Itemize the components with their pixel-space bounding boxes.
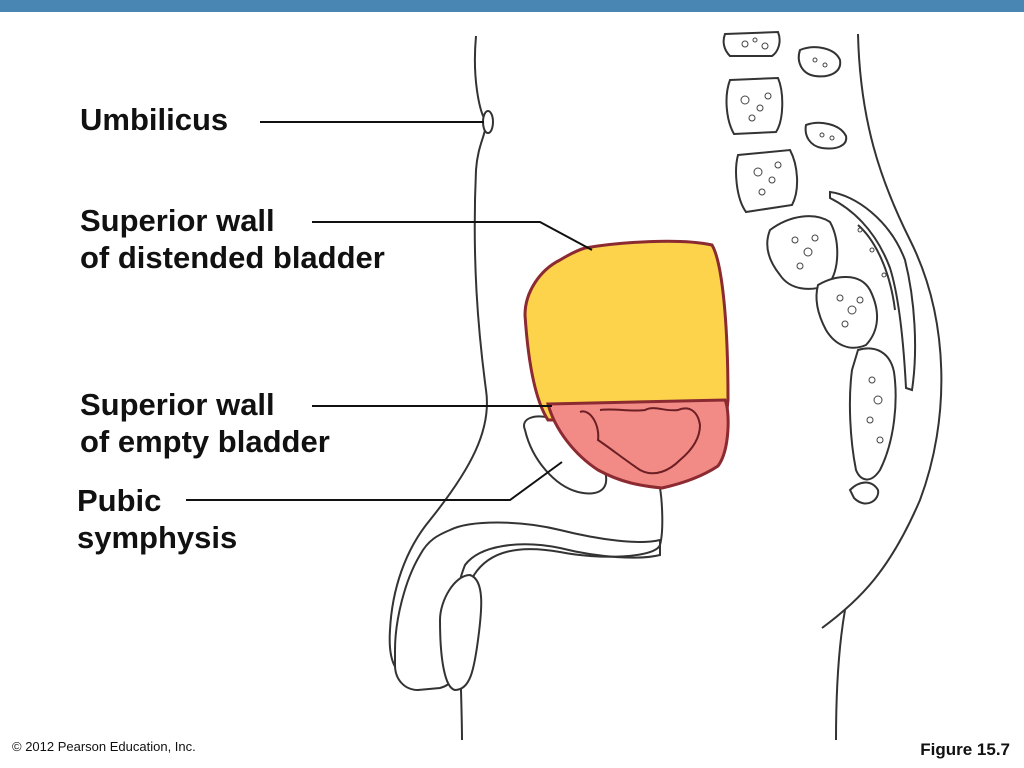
scrotum-outline (438, 573, 483, 692)
distended-bladder-label: Superior wall of distended bladder (80, 203, 385, 275)
thigh-outline (835, 609, 846, 741)
figure-number: Figure 15.7 (920, 740, 1010, 759)
posterior-body-outline (821, 33, 943, 629)
pubic-leader (186, 461, 563, 501)
bone-texture (740, 37, 887, 444)
empty-bladder-rugae (579, 407, 702, 475)
penis-outline (394, 521, 661, 692)
copyright-text: © 2012 Pearson Education, Inc. (12, 739, 196, 754)
pubic-symphysis-shape (523, 415, 608, 495)
umbilicus-shape (482, 110, 494, 134)
distended-leader (312, 221, 593, 251)
spine (722, 30, 917, 505)
pubic-symphysis-label: Pubic symphysis (77, 483, 238, 555)
distended-bladder (523, 239, 730, 422)
empty-bladder-label: Superior wall of empty bladder (80, 387, 330, 459)
empty-bladder (546, 398, 730, 490)
umbilicus-label: Umbilicus (80, 102, 229, 137)
urethra-line (461, 487, 664, 681)
header-bar (0, 0, 1024, 12)
